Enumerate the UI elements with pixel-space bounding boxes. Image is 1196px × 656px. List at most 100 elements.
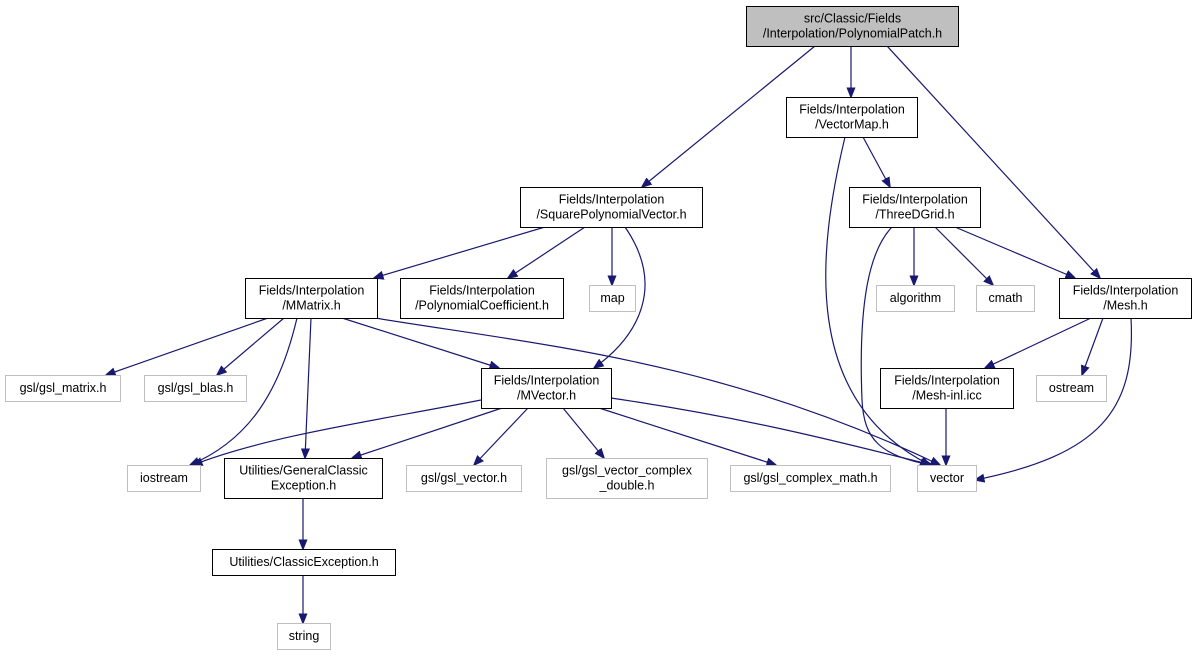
node-box-vector <box>917 465 977 492</box>
node-box-meshinl <box>880 368 1014 409</box>
node-label-vectormap-0: Fields/Interpolation <box>799 103 905 117</box>
edge-vectormap-to-vector <box>825 136 930 465</box>
node-label-meshinl-1: /Mesh-inl.icc <box>912 389 981 403</box>
node-squarepoly[interactable]: Fields/Interpolation/SquarePolynomialVec… <box>520 187 703 228</box>
node-label-genexc-0: Utilities/GeneralClassic <box>239 464 368 478</box>
node-gslmatrix: gsl/gsl_matrix.h <box>5 375 121 402</box>
node-label-vectormap-1: /VectorMap.h <box>815 118 889 132</box>
node-label-mmatrix-0: Fields/Interpolation <box>259 284 365 298</box>
node-box-mvector <box>481 368 612 409</box>
edge-mvector-to-gslvector <box>474 407 529 465</box>
node-cmath: cmath <box>976 285 1035 312</box>
node-box-root <box>746 6 959 47</box>
node-label-classicexc-0: Utilities/ClassicException.h <box>229 555 378 569</box>
node-label-gslblas-0: gsl/gsl_blas.h <box>158 381 234 395</box>
node-root[interactable]: src/Classic/Fields/Interpolation/Polynom… <box>746 6 959 47</box>
edge-vectormap-to-threedgrid <box>862 136 890 187</box>
node-iostream: iostream <box>127 465 201 492</box>
node-vectormap[interactable]: Fields/Interpolation/VectorMap.h <box>786 97 918 138</box>
node-vector: vector <box>917 465 977 492</box>
node-label-vector-0: vector <box>930 471 964 485</box>
edge-mmatrix-to-gslmatrix <box>106 317 269 375</box>
node-ostream: ostream <box>1036 375 1107 402</box>
edge-squarepoly-to-mvector <box>594 226 646 368</box>
edge-mvector-to-vector <box>610 397 932 465</box>
node-label-polycoeff-0: Fields/Interpolation <box>429 284 535 298</box>
node-box-cmath <box>976 285 1035 312</box>
node-box-genexc <box>224 458 383 499</box>
edge-squarepoly-to-mmatrix <box>374 226 546 278</box>
node-label-gslveccomplex-1: _double.h <box>599 479 655 493</box>
edge-mmatrix-to-genexc <box>305 317 312 458</box>
node-box-polycoeff <box>400 278 564 319</box>
node-gslveccomplex: gsl/gsl_vector_complex_double.h <box>546 458 708 499</box>
edge-mvector-to-gslcomplexmath <box>598 407 776 465</box>
edge-squarepoly-to-polycoeff <box>508 226 586 278</box>
node-label-mvector-0: Fields/Interpolation <box>494 374 600 388</box>
node-label-threedgrid-1: /ThreeDGrid.h <box>875 208 954 222</box>
node-polycoeff[interactable]: Fields/Interpolation/PolynomialCoefficie… <box>400 278 564 319</box>
edges-layer <box>106 45 1133 623</box>
edge-mmatrix-to-vector <box>374 317 940 465</box>
edge-threedgrid-to-vector <box>860 226 930 465</box>
node-box-algorithm <box>876 285 955 312</box>
node-label-mesh-0: Fields/Interpolation <box>1073 284 1179 298</box>
node-label-gslvector-0: gsl/gsl_vector.h <box>421 471 507 485</box>
node-box-mmatrix <box>245 278 378 319</box>
node-box-squarepoly <box>520 187 703 228</box>
node-meshinl[interactable]: Fields/Interpolation/Mesh-inl.icc <box>880 368 1014 409</box>
node-label-polycoeff-1: /PolynomialCoefficient.h <box>415 299 549 313</box>
edge-mmatrix-to-iostream <box>190 317 298 465</box>
node-algorithm: algorithm <box>876 285 955 312</box>
edge-root-to-mesh <box>886 45 1100 278</box>
node-label-root-0: src/Classic/Fields <box>804 12 901 26</box>
node-box-ostream <box>1036 375 1107 402</box>
edge-mvector-to-gslveccomplex <box>562 407 604 458</box>
node-classicexc[interactable]: Utilities/ClassicException.h <box>212 549 396 576</box>
node-box-iostream <box>127 465 201 492</box>
node-label-squarepoly-1: /SquarePolynomialVector.h <box>536 208 686 222</box>
node-mmatrix[interactable]: Fields/Interpolation/MMatrix.h <box>245 278 378 319</box>
node-label-algorithm-0: algorithm <box>890 291 941 305</box>
node-box-string <box>277 623 331 650</box>
node-label-iostream-0: iostream <box>140 471 188 485</box>
node-label-ostream-0: ostream <box>1049 381 1094 395</box>
node-gslblas: gsl/gsl_blas.h <box>144 375 247 402</box>
node-label-gslveccomplex-0: gsl/gsl_vector_complex <box>562 464 693 478</box>
edge-root-to-squarepoly <box>642 45 816 187</box>
node-box-mesh <box>1059 278 1192 319</box>
node-box-gslcomplexmath <box>730 465 891 492</box>
node-box-gslveccomplex <box>546 458 708 499</box>
edge-mesh-to-ostream <box>1082 317 1104 375</box>
node-box-vectormap <box>786 97 918 138</box>
edge-mesh-to-meshinl <box>985 317 1092 368</box>
node-label-map-0: map <box>600 291 624 305</box>
edge-mvector-to-iostream <box>193 399 482 465</box>
node-label-gslcomplexmath-0: gsl/gsl_complex_math.h <box>743 471 877 485</box>
node-label-mvector-1: /MVector.h <box>517 389 576 403</box>
node-string: string <box>277 623 331 650</box>
node-label-root-1: /Interpolation/PolynomialPatch.h <box>763 27 942 41</box>
node-label-gslmatrix-0: gsl/gsl_matrix.h <box>20 381 107 395</box>
node-mvector[interactable]: Fields/Interpolation/MVector.h <box>481 368 612 409</box>
node-gslcomplexmath: gsl/gsl_complex_math.h <box>730 465 891 492</box>
node-label-mesh-1: /Mesh.h <box>1103 299 1148 313</box>
edge-mesh-to-vector <box>975 317 1133 480</box>
edge-mmatrix-to-mvector <box>341 317 499 368</box>
node-label-cmath-0: cmath <box>988 291 1022 305</box>
node-box-threedgrid <box>849 187 981 228</box>
node-box-classicexc <box>212 549 396 576</box>
node-box-gslvector <box>406 465 522 492</box>
node-threedgrid[interactable]: Fields/Interpolation/ThreeDGrid.h <box>849 187 981 228</box>
node-box-map <box>589 285 636 312</box>
nodes-layer: src/Classic/Fields/Interpolation/Polynom… <box>5 6 1192 650</box>
edge-mmatrix-to-gslblas <box>217 317 285 375</box>
node-mesh[interactable]: Fields/Interpolation/Mesh.h <box>1059 278 1192 319</box>
edge-mvector-to-genexc <box>352 407 503 458</box>
node-label-mmatrix-1: /MMatrix.h <box>282 299 340 313</box>
node-label-string-0: string <box>289 629 320 643</box>
node-label-genexc-1: Exception.h <box>271 479 336 493</box>
node-label-meshinl-0: Fields/Interpolation <box>894 374 1000 388</box>
